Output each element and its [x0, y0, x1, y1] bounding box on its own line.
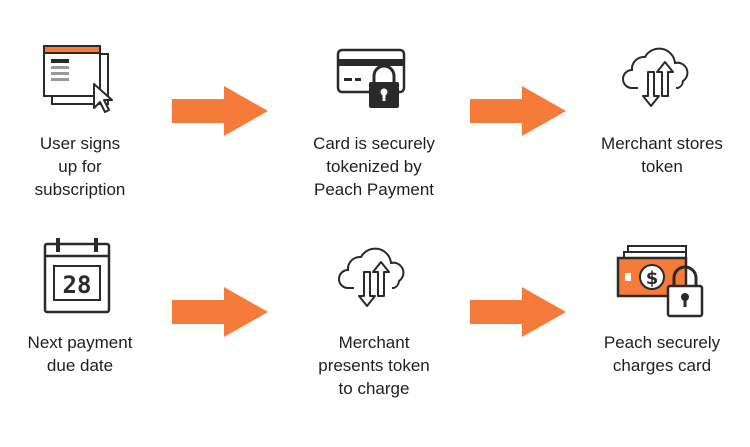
calendar-icon: 28	[43, 238, 111, 314]
credit-card-lock-icon	[336, 48, 406, 108]
step-label: Merchant presents token to charge	[318, 333, 430, 398]
calendar-day-number: 28	[63, 271, 92, 299]
arrow-right-icon	[470, 287, 566, 337]
step-label: Next payment due date	[27, 333, 133, 375]
cloud-sync-icon	[622, 47, 689, 107]
step-label: Merchant stores token	[601, 134, 723, 176]
cloud-sync-icon	[338, 247, 405, 307]
step-label: User signs up for subscription	[34, 134, 126, 199]
step-label: Peach securely charges card	[603, 333, 721, 375]
step-label: Card is securely tokenized by Peach Paym…	[313, 134, 435, 199]
arrow-right-icon	[470, 86, 566, 136]
cash-lock-icon: $	[616, 245, 704, 318]
arrow-right-icon	[172, 287, 268, 337]
subscription-window-cursor-icon	[43, 45, 113, 113]
arrow-right-icon	[172, 86, 268, 136]
dollar-sign-icon: $	[646, 268, 659, 289]
